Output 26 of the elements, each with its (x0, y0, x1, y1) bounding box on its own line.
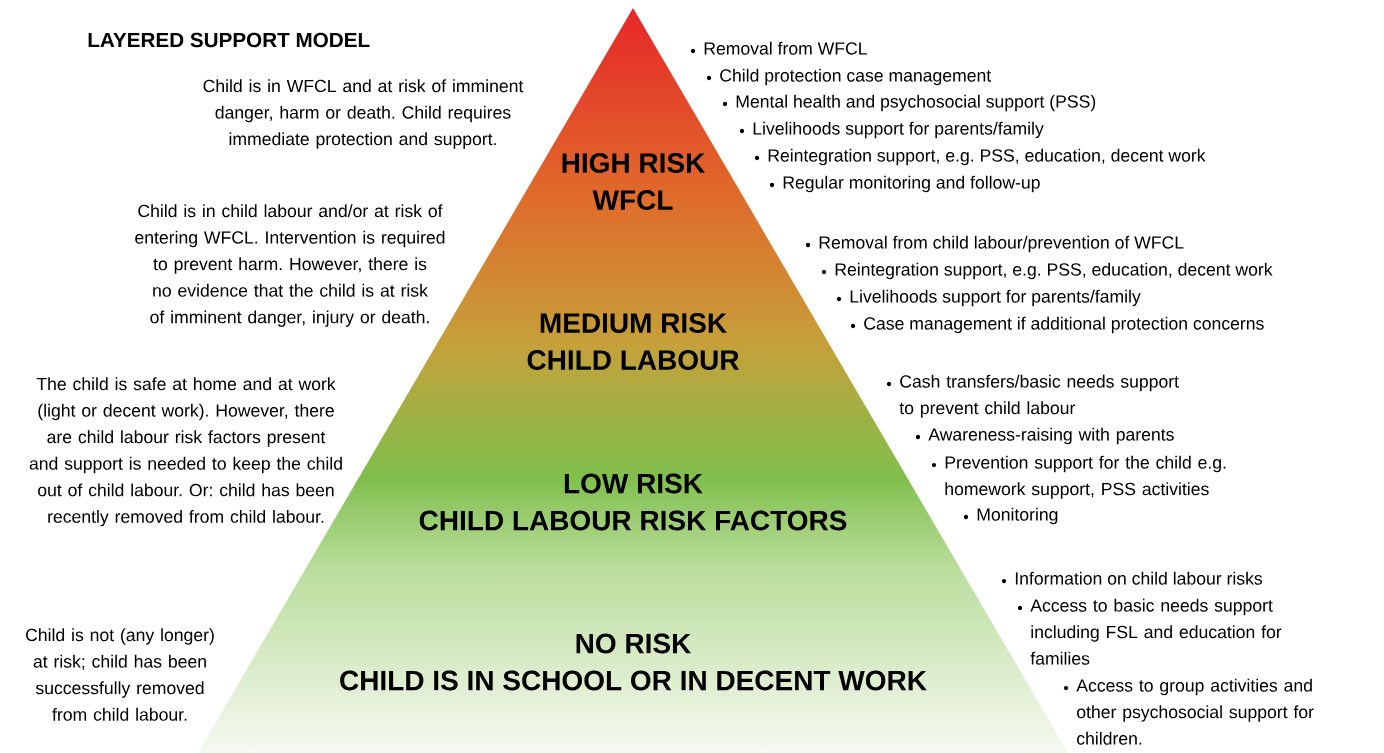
description-text: The child is safe at home and at work (light or decent work). However, there are child labour risk factors present and support is needed to keep the child out of child labour. Or: child has been recently removed from child labour. (29, 377, 342, 527)
bullet-item: Information on child labour risks (1001, 571, 1263, 585)
bullet-item: Case management if additional protection concerns (850, 316, 1264, 334)
bullet-item: Prevention support for the child e.g. homework support, PSS activities (931, 455, 1226, 499)
description-text: Child is in WFCL and at risk of imminent danger, harm or death. Child requires immediate protection and support. (203, 79, 524, 149)
bullet-item: Removal from WFCL (690, 41, 867, 55)
title: LAYERED SUPPORT MODEL (88, 32, 370, 48)
bullet-item: Reintegration support, e.g. PSS, education, decent work (821, 262, 1273, 280)
bullet-item: Monitoring (963, 507, 1058, 525)
description-text: Child is not (any longer) at risk; child has been successfully removed from child labour. (26, 628, 214, 721)
level-heading: MEDIUM RISK CHILD LABOUR (527, 313, 739, 370)
bullet-item: Regular monitoring and follow-up (769, 175, 1040, 193)
bullet-item: Mental health and psychosocial support (PSS) (722, 94, 1096, 112)
level-heading: HIGH RISK WFCL (562, 153, 706, 210)
description-text: Child is in child labour and/or at risk of entering WFCL. Intervention is required to prevent harm. However, there is no evidence that the child is at risk of imminent danger, injury or death. (135, 204, 445, 327)
bullet-item: Removal from child labour/prevention of WFCL (805, 235, 1184, 253)
bullet-item: Access to group activities and other psychosocial support for children. (1063, 678, 1314, 745)
level-heading: LOW RISK CHILD LABOUR RISK FACTORS (419, 473, 847, 531)
bullet-item: Child protection case management (706, 68, 992, 86)
level-heading: NO RISK CHILD IS IN SCHOOL OR IN DECENT WORK (340, 633, 927, 691)
bullet-item: Awareness-raising with parents (915, 427, 1174, 445)
bullet-item: Livelihoods support for parents/family (836, 289, 1141, 307)
bullet-item: Access to basic needs support including FSL and education for families (1017, 598, 1282, 665)
bullet-item: Reintegration support, e.g. PSS, education, decent work (754, 148, 1206, 166)
bullet-item: Cash transfers/basic needs support to prevent child labour (886, 374, 1179, 418)
bullet-item: Livelihoods support for parents/family (739, 121, 1044, 139)
